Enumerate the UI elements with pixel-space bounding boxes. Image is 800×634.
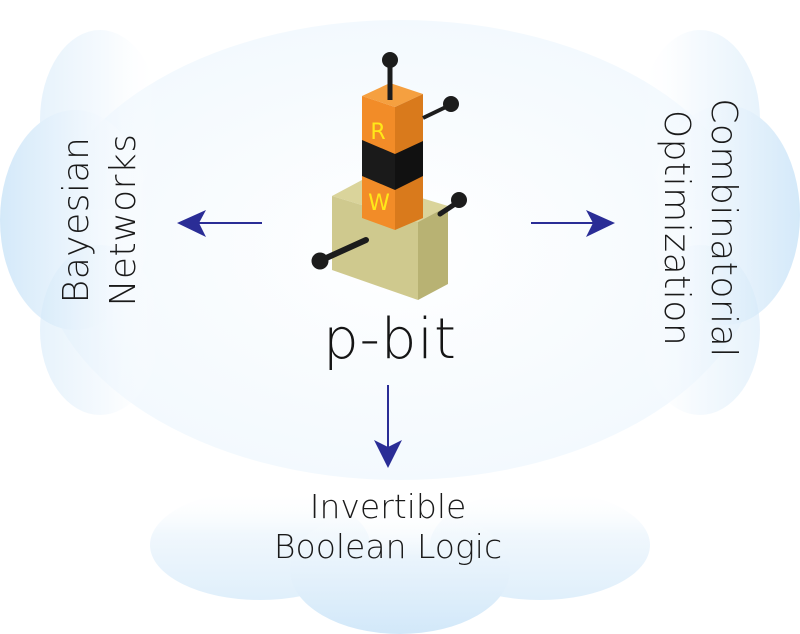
bayesian-networks-label: Bayesian Networks — [53, 133, 147, 306]
pillar-side-terminal — [422, 96, 459, 120]
base-right-terminal — [437, 192, 467, 217]
invertible-boolean-logic-line-2: Boolean Logic — [273, 527, 503, 566]
cloud-left — [0, 30, 160, 415]
arrow-right — [531, 210, 615, 237]
cloud-right — [640, 30, 800, 415]
p-bit-label: p-bit — [323, 307, 457, 372]
bayesian-networks-line-2: Networks — [103, 133, 144, 307]
read-letter: R — [370, 120, 385, 145]
combinatorial-optimization-label: Combinatorial Optimization — [653, 98, 747, 357]
cloud-bottom — [150, 490, 650, 634]
bayesian-networks-line-1: Bayesian — [56, 136, 97, 304]
combinatorial-optimization-line-2: Optimization — [656, 109, 697, 347]
write-letter: W — [368, 191, 390, 216]
arrow-left — [177, 210, 262, 237]
pillar-top-terminal — [382, 52, 398, 100]
invertible-boolean-logic-line-1: Invertible — [309, 487, 467, 526]
invertible-boolean-logic-label: Invertible Boolean Logic — [274, 487, 502, 567]
base-left-terminal-front — [311, 237, 369, 270]
arrow-down — [374, 385, 402, 468]
combinatorial-optimization-line-1: Combinatorial — [703, 98, 744, 358]
